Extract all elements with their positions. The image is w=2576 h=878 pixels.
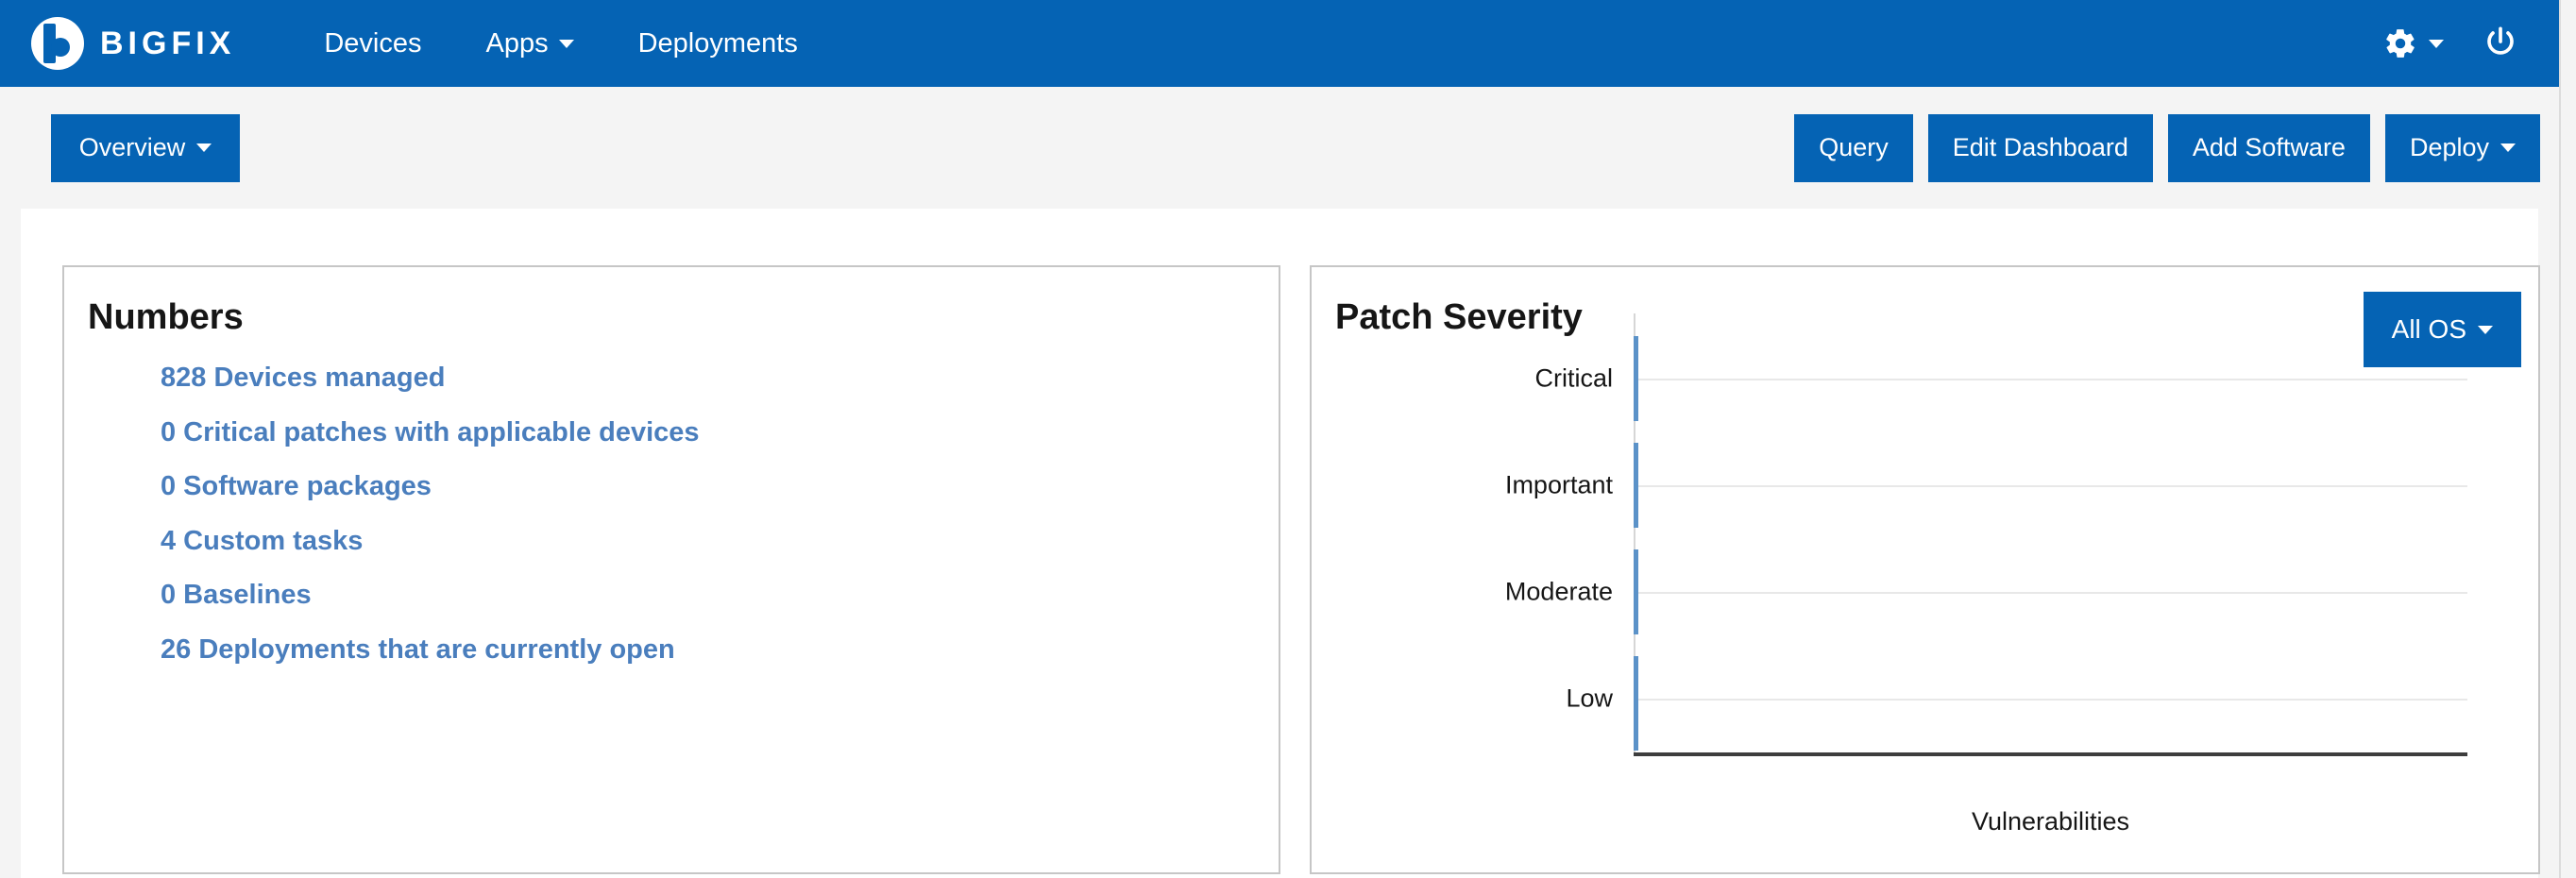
patch-severity-widget-title: Patch Severity (1335, 297, 1583, 337)
power-logout-button[interactable] (2482, 25, 2519, 62)
deploy-button-label: Deploy (2409, 133, 2489, 161)
nav-item-devices[interactable]: Devices (303, 28, 442, 59)
dashboard-widget-grid: Numbers 828 Devices managed 0 Critical p… (62, 265, 2540, 874)
chart-y-axis-line (1634, 313, 1635, 752)
patch-severity-bar-chart: Critical Important Moderate Low Vulnerab… (1312, 313, 2542, 876)
chart-bar-low[interactable] (1634, 656, 1638, 751)
chart-gridline (1634, 379, 2467, 380)
numbers-link-devices-managed[interactable]: 828 Devices managed (161, 363, 446, 393)
numbers-link-critical-patches[interactable]: 0 Critical patches with applicable devic… (161, 416, 700, 447)
nav-item-deployments[interactable]: Deployments (618, 28, 819, 59)
patch-severity-widget: Patch Severity All OS Critical (1310, 265, 2540, 874)
chart-ytick-important: Important (1504, 470, 1613, 499)
settings-menu-button[interactable] (2383, 26, 2444, 60)
chart-gridline (1634, 485, 2467, 487)
chevron-down-icon (2478, 325, 2493, 334)
numbers-link-baselines[interactable]: 0 Baselines (161, 580, 312, 611)
power-icon (2487, 26, 2514, 55)
chart-plot-area: Critical Important Moderate Low (1505, 313, 2467, 756)
brand-logo[interactable]: BIGFIX (31, 17, 235, 70)
main-nav-links: Devices Apps Deployments (303, 28, 819, 59)
nav-item-apps-label: Apps (485, 27, 549, 59)
chart-gridline (1634, 592, 2467, 594)
chart-ytick-critical: Critical (1534, 363, 1613, 393)
query-button[interactable]: Query (1794, 113, 1913, 182)
chart-bar-moderate[interactable] (1634, 549, 1638, 634)
numbers-link-software-packages[interactable]: 0 Software packages (161, 471, 432, 502)
chart-ytick-moderate: Moderate (1504, 577, 1613, 606)
dashboard-toolbar: Overview Query Edit Dashboard Add Softwa… (0, 87, 2559, 209)
add-software-button[interactable]: Add Software (2167, 113, 2370, 182)
gear-icon (2386, 29, 2415, 58)
edit-dashboard-button-label: Edit Dashboard (1952, 133, 2128, 161)
chevron-down-icon (196, 144, 212, 152)
edit-dashboard-button[interactable]: Edit Dashboard (1927, 113, 2153, 182)
numbers-widget-title: Numbers (88, 297, 244, 337)
deploy-dropdown-button[interactable]: Deploy (2384, 113, 2540, 182)
overview-button-label: Overview (78, 133, 186, 161)
nav-item-devices-label: Devices (324, 27, 422, 59)
chart-x-axis-label: Vulnerabilities (1971, 807, 2130, 836)
numbers-link-open-deployments[interactable]: 26 Deployments that are currently open (161, 633, 675, 665)
chevron-down-icon (558, 39, 574, 48)
nav-item-apps[interactable]: Apps (466, 28, 595, 59)
os-filter-container: All OS (2363, 292, 2521, 367)
numbers-link-list: 828 Devices managed 0 Critical patches w… (161, 359, 700, 669)
bigfix-circle-b-logo-icon (31, 17, 84, 70)
page-scrollbar[interactable] (2559, 0, 2576, 878)
numbers-widget: Numbers 828 Devices managed 0 Critical p… (62, 265, 1280, 874)
add-software-button-label: Add Software (2192, 133, 2346, 161)
nav-right-actions (2383, 25, 2519, 62)
top-navigation-bar: BIGFIX Devices Apps Deployments (0, 0, 2559, 87)
nav-item-deployments-label: Deployments (637, 27, 798, 59)
all-os-button-label: All OS (2391, 314, 2466, 344)
all-os-dropdown-button[interactable]: All OS (2363, 292, 2521, 367)
chevron-down-icon (2500, 144, 2516, 152)
chart-x-axis-line (1634, 752, 2467, 756)
brand-name: BIGFIX (100, 25, 236, 61)
chart-ytick-low: Low (1566, 684, 1613, 713)
overview-dropdown-button[interactable]: Overview (51, 113, 240, 182)
toolbar-action-buttons: Query Edit Dashboard Add Software Deploy (1794, 113, 2540, 182)
chart-bar-important[interactable] (1634, 443, 1638, 528)
chevron-down-icon (2429, 39, 2444, 48)
dashboard-content-area: Numbers 828 Devices managed 0 Critical p… (21, 209, 2540, 878)
query-button-label: Query (1819, 133, 1889, 161)
numbers-link-custom-tasks[interactable]: 4 Custom tasks (161, 525, 364, 556)
chart-gridline (1634, 699, 2467, 701)
chart-bar-critical[interactable] (1634, 336, 1638, 421)
